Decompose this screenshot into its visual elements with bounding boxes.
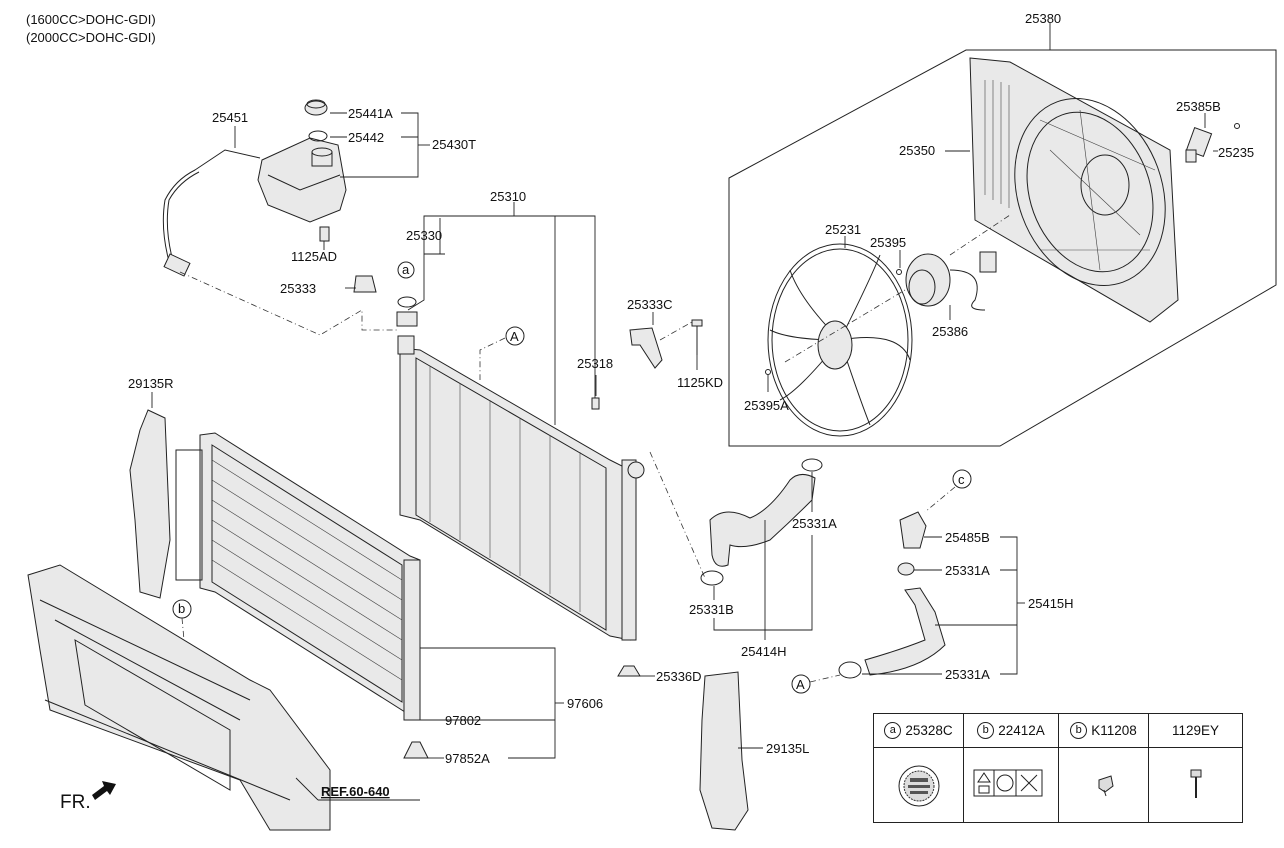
drain-plug: 25336D (617, 665, 702, 684)
label-25318: 25318 (577, 356, 613, 371)
legend-part-2: 22412A (998, 723, 1045, 738)
legend-mark-3: b (1070, 722, 1088, 739)
label-25414H: 25414H (741, 644, 787, 659)
cooling-fan (767, 243, 913, 437)
label-1125AD: 1125AD (291, 249, 337, 264)
label-25350: 25350 (899, 143, 935, 158)
bolt-icon (1190, 769, 1202, 798)
label-25235: 25235 (1218, 145, 1254, 160)
label-25430T: 25430T (432, 137, 476, 152)
air-guard-left: 29135L (699, 671, 809, 831)
label-29135L: 29135L (766, 741, 809, 756)
label-1125KD: 1125KD (677, 375, 723, 390)
label-25485B: 25485B (945, 530, 990, 545)
callout-A-top: A (510, 329, 519, 344)
label-25441A: 25441A (348, 106, 393, 121)
label-25331A-upper: 25331A (792, 516, 837, 531)
label-29135R: 29135R (128, 376, 174, 391)
label-97802: 97802 (445, 713, 481, 728)
label-25385B: 25385B (1176, 99, 1221, 114)
fan-assembly-box (728, 49, 1277, 447)
upper-hose-group: 25331A 25414H 25331B (649, 451, 837, 659)
label-25331A-lower: 25331A (945, 667, 990, 682)
radiator-core (399, 347, 631, 641)
reservoir-seal (308, 130, 328, 142)
label-25330: 25330 (406, 228, 442, 243)
label-25451: 25451 (212, 110, 248, 125)
fan-assembly-group: 25380 25350 25385B 25235 (728, 11, 1277, 447)
air-guard-right: 29135R (128, 376, 174, 599)
warning-label-icon (973, 769, 1043, 797)
label-25310: 25310 (490, 189, 526, 204)
callout-b: b (178, 601, 185, 616)
fan-motor (896, 251, 997, 311)
fan-connector (1185, 123, 1240, 163)
legend-mark-2: b (977, 722, 995, 739)
label-25442: 25442 (348, 130, 384, 145)
label-25395: 25395 (870, 235, 906, 250)
front-end-module: b REF.60-640 FR. (27, 564, 420, 831)
front-label: FR. (60, 792, 91, 813)
fan-shroud (969, 57, 1179, 323)
legend-part-1: 25328C (905, 723, 953, 738)
label-97852A: 97852A (445, 751, 490, 766)
legend-mark-1: a (884, 722, 902, 739)
condenser-group: 97606 97802 97852A (175, 432, 603, 766)
label-25331A-mid: 25331A (945, 563, 990, 578)
callout-A-bottom: A (796, 677, 805, 692)
sticker-label-icon (898, 765, 940, 807)
legend-part-4: 1129EY (1171, 723, 1220, 738)
label-25331B: 25331B (689, 602, 734, 617)
engine-note-2: (2000CC>DOHC-GDI) (26, 30, 156, 45)
callout-a: a (402, 262, 410, 277)
legend-part-3: K11208 (1091, 723, 1137, 738)
label-25231: 25231 (825, 222, 861, 237)
label-25333C: 25333C (627, 297, 673, 312)
engine-note-1: (1600CC>DOHC-GDI) (26, 12, 156, 27)
lower-hose-group: c 25485B 25331A 25331A 25415H A (791, 469, 1074, 694)
label-25395A: 25395A (744, 398, 789, 413)
callout-c: c (958, 472, 965, 487)
clip-icon (1098, 775, 1114, 797)
reservoir-group: 25451 25441A 25442 25430T 1125AD (162, 99, 476, 336)
front-arrow-icon (92, 781, 116, 800)
label-25333: 25333 (280, 281, 316, 296)
radiator-group: 25310 25330 a 25333 25333C 1125KD (280, 189, 723, 641)
label-25386: 25386 (932, 324, 968, 339)
label-25415H: 25415H (1028, 596, 1074, 611)
legend-col-4: 1129EY (1149, 714, 1242, 822)
reservoir-tank (257, 137, 347, 223)
label-25336D: 25336D (656, 669, 702, 684)
label-25380: 25380 (1025, 11, 1061, 26)
ref-label: REF.60-640 (321, 784, 390, 799)
label-97606: 97606 (567, 696, 603, 711)
